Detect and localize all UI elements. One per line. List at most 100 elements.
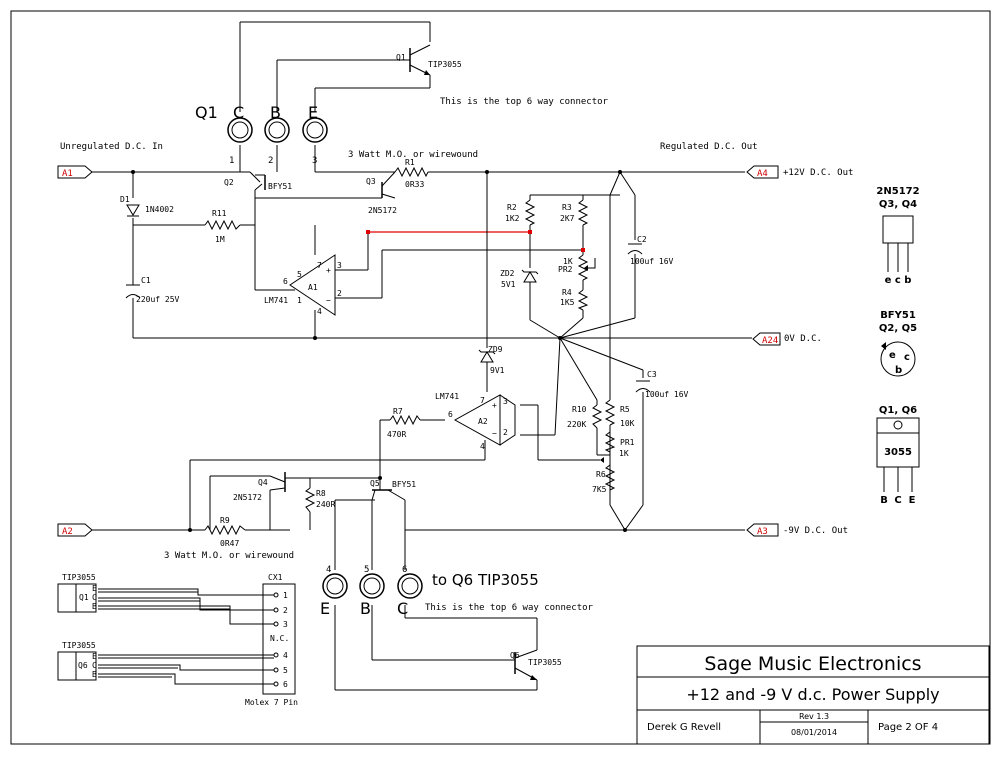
- svg-text:E: E: [92, 584, 97, 593]
- transistor-q2: Q2 BFY51: [224, 171, 292, 191]
- svg-text:220uf 25V: 220uf 25V: [136, 295, 180, 304]
- top-pin-e: E 3: [302, 103, 328, 166]
- svg-text:1K5: 1K5: [560, 298, 575, 307]
- preset-pr1: PR1 1K: [600, 431, 635, 463]
- svg-text:B: B: [360, 599, 371, 618]
- svg-text:C1: C1: [141, 276, 151, 285]
- bottom-connector: 4 E 5 B 6 C to Q6 TIP3055 This is the to…: [320, 565, 594, 618]
- svg-text:c: c: [904, 352, 910, 363]
- svg-text:5: 5: [297, 270, 302, 279]
- title-block: Sage Music Electronics +12 and -9 V d.c.…: [636, 645, 990, 745]
- resistor-r11: R11 1M: [204, 209, 241, 244]
- port-a2: A2: [57, 523, 93, 537]
- svg-text:2N5172: 2N5172: [876, 186, 919, 197]
- diode-d1: D1 1N4002: [120, 195, 174, 217]
- svg-text:Q6: Q6: [78, 661, 88, 670]
- net-minus9-out: -9V D.C. Out: [783, 526, 848, 536]
- svg-text:R11: R11: [212, 209, 227, 218]
- svg-text:100uf 16V: 100uf 16V: [645, 390, 689, 399]
- port-a3-label: A3: [757, 527, 768, 537]
- svg-text:1: 1: [297, 296, 302, 305]
- svg-text:4: 4: [283, 651, 288, 660]
- svg-text:4: 4: [317, 307, 322, 316]
- svg-text:4: 4: [480, 442, 485, 451]
- svg-text:B: B: [92, 670, 97, 679]
- svg-text:C3: C3: [647, 370, 657, 379]
- port-a3: A3: [746, 523, 779, 537]
- svg-text:e c b: e c b: [885, 275, 912, 286]
- svg-text:B: B: [270, 103, 281, 122]
- svg-text:2N5172: 2N5172: [368, 206, 397, 215]
- svg-text:7: 7: [317, 261, 322, 270]
- svg-text:1N4002: 1N4002: [145, 205, 174, 214]
- svg-text:CX1: CX1: [268, 573, 283, 582]
- svg-text:3055: 3055: [884, 447, 912, 458]
- top-connector-note: This is the top 6 way connector: [440, 97, 609, 107]
- svg-text:Q3: Q3: [366, 177, 376, 186]
- svg-text:C: C: [894, 495, 901, 506]
- svg-text:ZD2: ZD2: [500, 269, 515, 278]
- title-drawing-name: +12 and -9 V d.c. Power Supply: [686, 685, 939, 704]
- junction-dots: [131, 170, 627, 532]
- transistor-q5: Q5 BFY51: [370, 478, 416, 501]
- svg-text:R10: R10: [572, 405, 587, 414]
- capacitor-c1: C1 220uf 25V: [125, 276, 180, 304]
- svg-text:7K5: 7K5: [592, 485, 607, 494]
- net-wirewound-bottom: 3 Watt M.O. or wirewound: [164, 551, 294, 561]
- svg-text:C: C: [233, 103, 244, 122]
- svg-text:1K: 1K: [619, 449, 629, 458]
- svg-text:4: 4: [326, 565, 331, 575]
- svg-text:R7: R7: [393, 407, 403, 416]
- svg-text:2: 2: [268, 156, 273, 166]
- svg-text:6: 6: [283, 680, 288, 689]
- net-regulated-out: Regulated D.C. Out: [660, 142, 758, 152]
- svg-text:B: B: [880, 495, 888, 506]
- svg-text:3: 3: [503, 397, 508, 406]
- port-a1: A1: [57, 165, 93, 179]
- title-author: Derek G Revell: [647, 722, 721, 733]
- top-pin-c: C 1: [227, 103, 253, 166]
- resistor-r3: R3 2K7: [560, 199, 589, 226]
- svg-text:R8: R8: [316, 489, 326, 498]
- svg-text:C: C: [397, 599, 408, 618]
- resistor-r5: R5 10K: [604, 399, 635, 428]
- title-revision: Rev 1.3: [799, 712, 829, 721]
- preset-pr2: 1K PR2: [558, 254, 596, 281]
- svg-text:+: +: [492, 401, 497, 410]
- svg-text:PR2: PR2: [558, 265, 573, 274]
- net-plus12-out: +12V D.C. Out: [783, 168, 853, 178]
- svg-text:R3: R3: [562, 203, 572, 212]
- pinout-tip3055: Q1, Q6 3055 B C E: [876, 405, 920, 506]
- svg-text:R1: R1: [405, 158, 415, 167]
- sheet-border: [10, 10, 991, 745]
- top-connector: Q1 C 1 B 2 E 3 This is the top 6 way con…: [195, 97, 609, 166]
- svg-text:e: e: [889, 350, 896, 361]
- svg-text:PR1: PR1: [620, 438, 635, 447]
- port-a4-label: A4: [757, 169, 768, 179]
- svg-text:2N5172: 2N5172: [233, 493, 262, 502]
- svg-text:Q4: Q4: [258, 478, 268, 487]
- svg-text:470R: 470R: [387, 430, 406, 439]
- resistor-r10: R10 220K: [567, 404, 603, 429]
- bottom-pin-e: 4 E: [320, 565, 348, 618]
- svg-text:Molex 7 Pin: Molex 7 Pin: [245, 698, 298, 707]
- pinout-bfy51: BFY51 Q2, Q5 e c b: [879, 310, 917, 377]
- svg-text:9V1: 9V1: [490, 366, 505, 375]
- svg-text:+: +: [326, 266, 331, 275]
- svg-text:3: 3: [283, 620, 288, 629]
- svg-text:5V1: 5V1: [501, 280, 516, 289]
- svg-text:R4: R4: [562, 288, 572, 297]
- svg-text:1: 1: [229, 156, 234, 166]
- svg-text:5: 5: [283, 666, 288, 675]
- top-pin-b: B 2: [264, 103, 290, 166]
- resistor-r2: R2 1K2: [505, 199, 536, 226]
- svg-text:E: E: [909, 495, 916, 506]
- svg-text:A2: A2: [478, 417, 488, 426]
- port-a1-label: A1: [62, 169, 73, 179]
- svg-text:E: E: [308, 103, 318, 122]
- svg-text:ZD9: ZD9: [488, 345, 503, 354]
- svg-text:R6: R6: [596, 470, 606, 479]
- resistor-r1: R1 0R33: [394, 158, 429, 189]
- svg-text:1M: 1M: [215, 235, 225, 244]
